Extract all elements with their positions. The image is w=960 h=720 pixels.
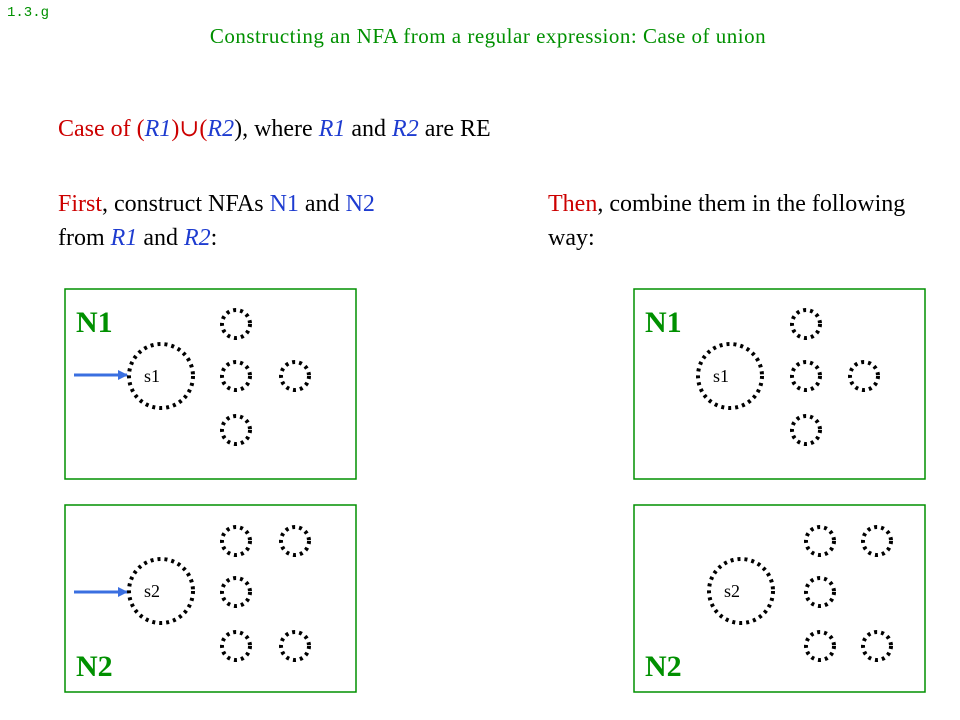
right-n1-state — [790, 360, 822, 392]
right-n1-start-state — [696, 342, 764, 410]
then-paragraph: Then, combine them in the following way: — [548, 187, 928, 255]
case-mid2: and — [345, 116, 393, 142]
right-n2-label: N2 — [645, 650, 682, 683]
right-n2-state — [861, 630, 893, 662]
right-n1-box — [633, 288, 926, 480]
left-n2-start-state — [127, 557, 195, 625]
left-n1-state — [220, 308, 252, 340]
first-n2: N2 — [345, 191, 375, 217]
left-n1-state — [220, 414, 252, 446]
left-n1-state — [220, 360, 252, 392]
right-n1-label: N1 — [645, 306, 682, 339]
right-n2-start-state — [707, 557, 775, 625]
left-n1-nfa: N1 s1 — [64, 288, 357, 480]
right-n2-state — [804, 525, 836, 557]
right-n1-start-label: s1 — [713, 366, 729, 386]
first-r2: R2 — [183, 225, 211, 251]
case-prefix: Case of ( — [58, 116, 145, 142]
case-line: Case of (R1)∪(R2), where R1 and R2 are R… — [58, 114, 491, 143]
left-n1-start-label: s1 — [144, 366, 160, 386]
right-n2-state — [861, 525, 893, 557]
r2-term-2: R2 — [392, 116, 419, 142]
left-n2-label: N2 — [76, 650, 113, 683]
union-symbol: )∪( — [171, 116, 208, 142]
r1-term: R1 — [144, 116, 172, 142]
left-n2-state — [279, 525, 311, 557]
case-suffix: are RE — [418, 116, 491, 142]
slide-number: 1.3.g — [7, 5, 50, 21]
left-n2-state — [220, 525, 252, 557]
first-r1: R1 — [110, 225, 138, 251]
right-n2-box — [633, 504, 926, 693]
right-n2-state — [804, 576, 836, 608]
then-t1: , combine them in the following way: — [548, 191, 906, 251]
left-n2-box — [64, 504, 357, 693]
right-n2-start-label: s2 — [724, 581, 740, 601]
left-n1-label: N1 — [76, 306, 113, 339]
first-t1: , construct NFAs — [102, 191, 270, 217]
right-n1-state — [790, 308, 822, 340]
left-n2-state — [220, 576, 252, 608]
left-n2-nfa: N2 s2 — [64, 504, 357, 693]
right-n1-state — [848, 360, 880, 392]
r2-term: R2 — [207, 116, 235, 142]
then-word: Then — [548, 191, 598, 217]
slide-title: Constructing an NFA from a regular expre… — [209, 24, 767, 48]
case-mid1: ), where — [234, 116, 319, 142]
right-n2-state — [804, 630, 836, 662]
left-n2-state — [279, 630, 311, 662]
right-n1-state — [790, 414, 822, 446]
first-paragraph: First, construct NFAs N1 and N2 from R1 … — [58, 187, 418, 255]
first-t2: and — [298, 191, 346, 217]
left-n1-state — [279, 360, 311, 392]
right-n1-nfa: N1 s1 — [633, 288, 926, 480]
left-n2-state — [220, 630, 252, 662]
first-word: First — [58, 191, 103, 217]
left-n1-start-state — [127, 342, 195, 410]
first-t3: from — [58, 225, 111, 251]
left-n1-box — [64, 288, 357, 480]
first-t5: : — [210, 225, 218, 251]
first-n1: N1 — [269, 191, 299, 217]
right-n2-nfa: N2 s2 — [633, 504, 926, 693]
left-n2-start-label: s2 — [144, 581, 160, 601]
first-t4: and — [137, 225, 184, 251]
r1-term-2: R1 — [318, 116, 346, 142]
